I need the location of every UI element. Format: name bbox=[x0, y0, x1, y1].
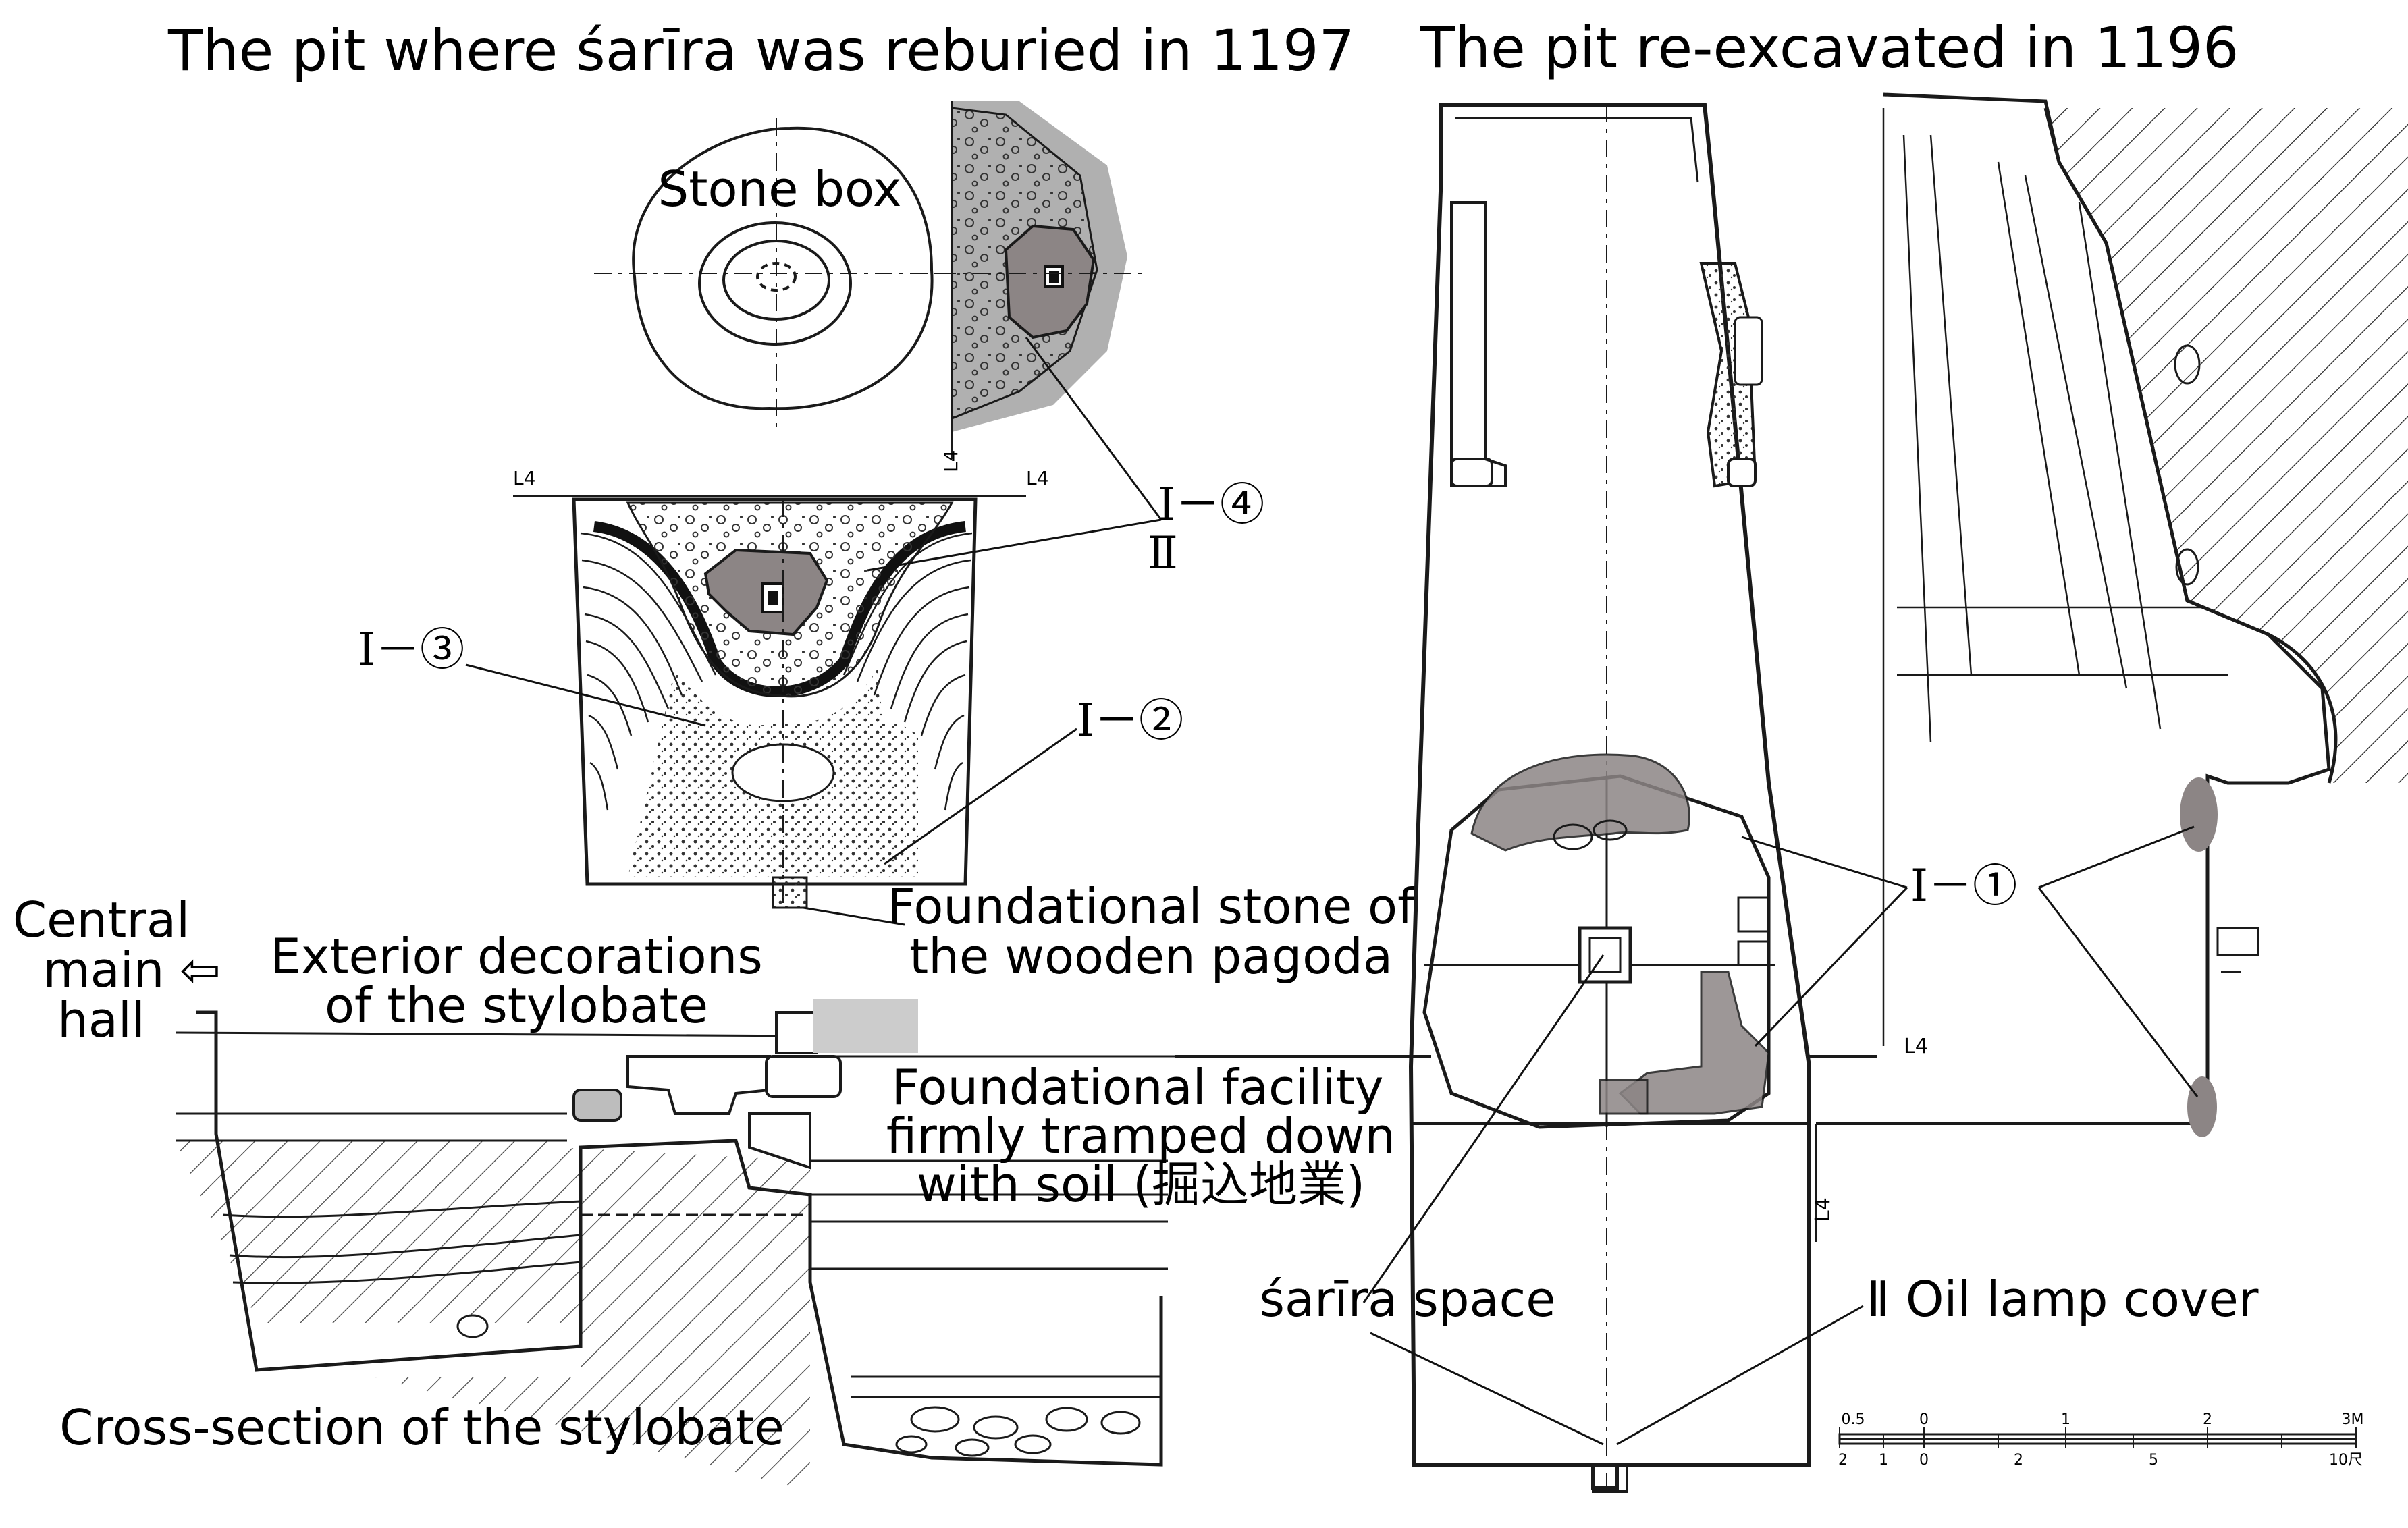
right-title: The pit re-excavated in 1196 bbox=[1420, 15, 2239, 81]
sarira-space-label: śarīra space bbox=[1259, 1271, 1555, 1328]
foundational-facility-line3: with soil (掘込地業) bbox=[917, 1156, 1365, 1213]
scale-bottom-tick-4: 2 bbox=[2014, 1452, 2023, 1469]
layer-label-i2: Ⅰ－② bbox=[1077, 694, 1183, 746]
scale-bottom-tick-3: 0 bbox=[1919, 1452, 1929, 1469]
scale-top-tick-3: 1 bbox=[2061, 1411, 2070, 1428]
layer-label-i1: Ⅰ－① bbox=[1910, 860, 2017, 912]
scale-top-tick-1: 0.5 bbox=[1842, 1411, 1865, 1428]
scale-bar: 0.5 0 1 2 3M 2 1 0 2 5 10尺 bbox=[1838, 1411, 2363, 1469]
stylobate-section bbox=[175, 999, 1404, 1492]
scale-bottom-tick-2: 1 bbox=[1879, 1452, 1888, 1469]
cross-section-label: Cross-section of the stylobate bbox=[59, 1399, 784, 1456]
scale-bottom-tick-1: 2 bbox=[1838, 1452, 1848, 1469]
scale-bottom-tick-6: 10尺 bbox=[2329, 1452, 2363, 1469]
left-title: The pit where śarīra was reburied in 119… bbox=[167, 18, 1355, 84]
exterior-decorations-line1: Exterior decorations bbox=[270, 928, 763, 985]
foundational-facility-line1: Foundational facility bbox=[892, 1059, 1384, 1116]
pit-plan: L4 bbox=[938, 101, 1148, 472]
foundational-stone-label-line1: Foundational stone of bbox=[888, 878, 1416, 935]
level-mark-right-lower: L4 bbox=[1811, 1197, 1835, 1222]
pit-section: L4 L4 bbox=[513, 467, 1048, 909]
layer-label-ii: Ⅱ bbox=[1148, 527, 1178, 579]
scale-bottom-tick-5: 5 bbox=[2149, 1452, 2158, 1469]
scale-top-tick-2: 0 bbox=[1919, 1411, 1929, 1428]
stone-box-plan bbox=[594, 118, 945, 432]
central-main-hall-line2: main ⇦ bbox=[43, 942, 220, 998]
level-mark-left-b: L4 bbox=[1026, 467, 1048, 489]
level-mark-left-a: L4 bbox=[513, 467, 535, 489]
central-main-hall-line3: hall bbox=[57, 991, 145, 1048]
level-mark-vertical: L4 bbox=[940, 450, 962, 472]
foundational-stone-label-line2: the wooden pagoda bbox=[909, 928, 1393, 985]
side-elevation bbox=[1882, 92, 2408, 1137]
scale-top-tick-4: 2 bbox=[2203, 1411, 2212, 1428]
scale-top-tick-5: 3M bbox=[2342, 1411, 2364, 1428]
level-mark-right: L4 bbox=[1904, 1035, 1928, 1058]
exterior-decorations-line2: of the stylobate bbox=[325, 977, 708, 1034]
leader-lines-right bbox=[1362, 825, 2199, 1446]
foundational-facility-line2: firmly tramped down bbox=[886, 1108, 1395, 1164]
layer-label-i3: Ⅰ－③ bbox=[358, 624, 464, 676]
reexcavated-pit bbox=[1175, 103, 2208, 1493]
layer-label-i4: Ⅰ－④ bbox=[1158, 479, 1264, 530]
central-main-hall-line1: Central bbox=[13, 892, 190, 948]
leader-lines-left bbox=[465, 337, 1162, 926]
stone-box-label: Stone box bbox=[658, 161, 902, 217]
oil-lamp-cover-label: Ⅱ Oil lamp cover bbox=[1867, 1271, 2259, 1328]
